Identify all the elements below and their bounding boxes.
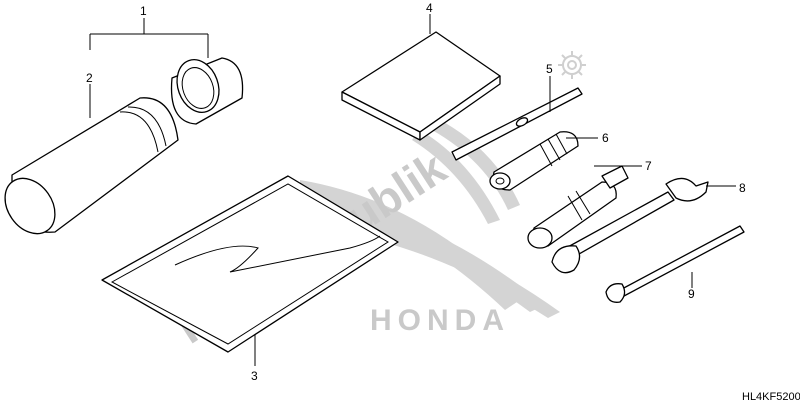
callout-5: 5 (546, 62, 553, 76)
callout-2: 2 (86, 71, 93, 85)
callout-7: 7 (645, 159, 652, 173)
owners-manual-bag (101, 175, 399, 353)
gear-icon (558, 51, 586, 79)
screwdriver-handle (489, 131, 579, 191)
honda-brand-text: HONDA (370, 304, 510, 337)
spark-plug-wrench (527, 165, 629, 249)
reference-code: HL4KF5200 (742, 391, 800, 403)
callout-3: 3 (251, 369, 258, 383)
tool-case-cap (170, 57, 244, 125)
callout-9: 9 (688, 287, 695, 301)
honda-wing-watermark (300, 120, 560, 318)
open-end-wrench (551, 177, 709, 274)
callout-6: 6 (602, 131, 609, 145)
registration-pad (341, 31, 501, 141)
callout-4: 4 (426, 1, 433, 15)
leader-lines (89, 14, 736, 366)
callout-1: 1 (140, 4, 147, 18)
small-wrench (605, 225, 745, 303)
tool-case-tube (4, 97, 179, 235)
callout-8: 8 (739, 181, 746, 195)
